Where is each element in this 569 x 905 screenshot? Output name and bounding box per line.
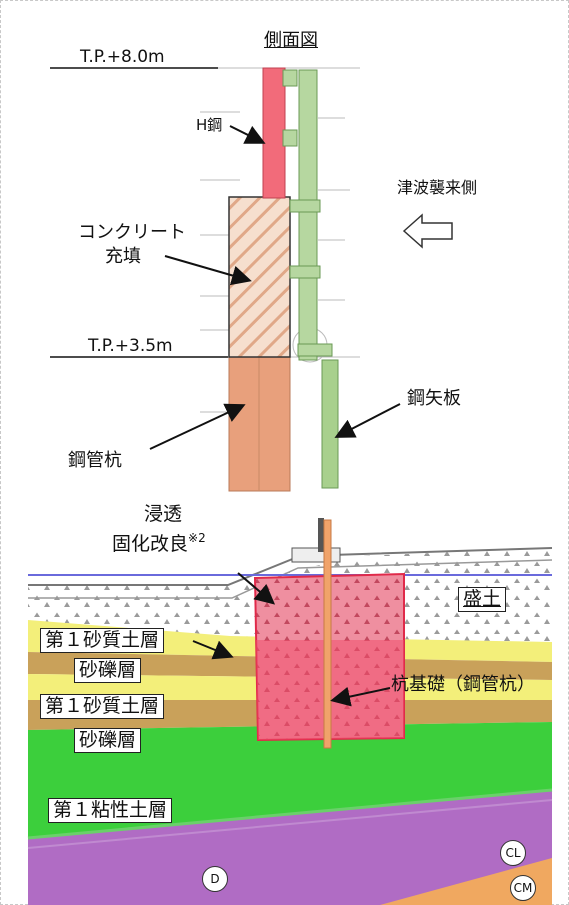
level-label-bottom: T.P.+3.5m — [88, 336, 173, 356]
rock-class-d-badge: D — [202, 866, 228, 892]
sheet-pile-lower — [321, 359, 339, 489]
gravel-layer-1-label: 砂礫層 — [74, 658, 142, 683]
steel-pipe-pile-label: 鋼管杭 — [68, 450, 122, 471]
layer-rock — [28, 790, 552, 905]
side-view-title: 側面図 — [264, 30, 318, 51]
gravel-layer-2-label: 砂礫層 — [74, 728, 142, 753]
grout-label-line1: 浸透 — [144, 503, 183, 525]
level-label-top: T.P.+8.0m — [80, 47, 165, 67]
ground-section — [27, 518, 553, 905]
sand-layer-2-label: 第１砂質土層 — [40, 694, 165, 719]
tsunami-arrow-icon — [402, 213, 453, 249]
pile-foundation-label: 杭基礎（鋼管杭） — [391, 674, 535, 695]
grout-label-line2: 固化改良※2 — [112, 532, 206, 554]
tsunami-side-label: 津波襲来側 — [397, 178, 478, 197]
sheet-pile-label: 鋼矢板 — [407, 388, 461, 409]
clay-layer-label: 第１粘性土層 — [48, 798, 173, 823]
sand-layer-1-label: 第１砂質土層 — [40, 628, 165, 653]
h-beam-label: H鋼 — [196, 116, 223, 134]
embankment-top — [28, 547, 553, 586]
sheet-pile-upper — [298, 69, 318, 361]
pile-post — [318, 518, 324, 552]
grout-note: ※2 — [188, 531, 206, 545]
rock-class-cm-badge: CM — [510, 875, 536, 901]
pile-cap — [291, 547, 341, 563]
concrete-label-line1: コンクリート — [78, 222, 186, 243]
grout-label-text: 固化改良 — [112, 533, 189, 555]
side-view — [50, 67, 453, 492]
rock-class-cl-badge: CL — [500, 840, 526, 866]
fill-label: 盛土 — [458, 587, 507, 612]
concrete-label-line2: 充填 — [105, 246, 141, 267]
pile-foundation-shape — [323, 519, 332, 749]
h-beam-shape — [262, 67, 286, 199]
